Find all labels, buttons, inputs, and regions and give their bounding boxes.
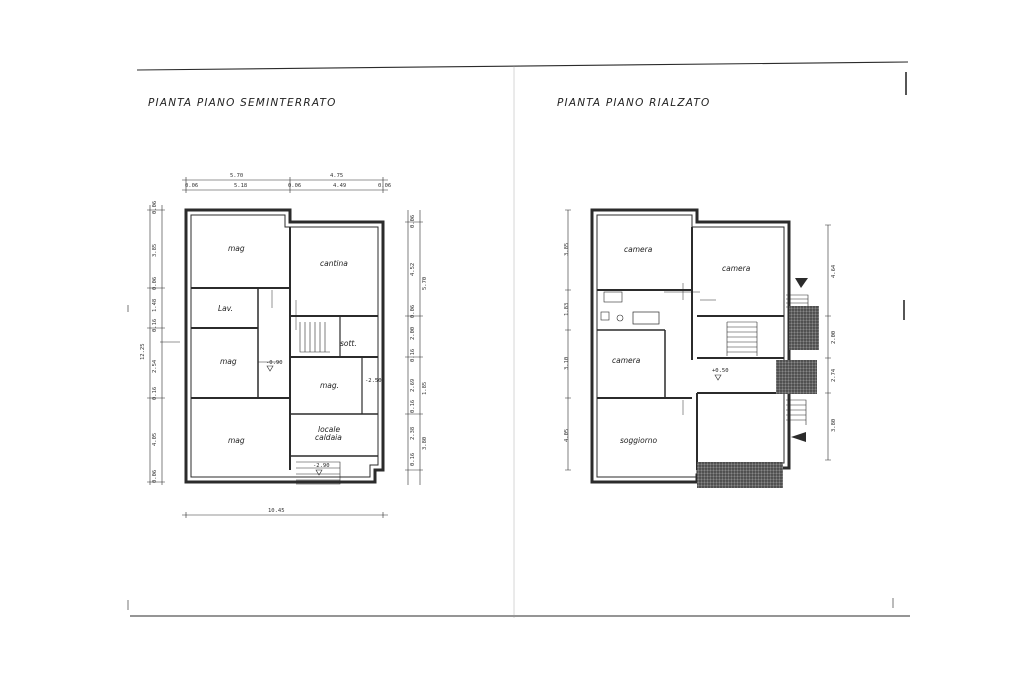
room-label: mag bbox=[220, 357, 237, 366]
dimension-label: 0.06 bbox=[152, 276, 158, 290]
dimension-label: 2.74 bbox=[831, 368, 837, 382]
dimension-label: 4.05 bbox=[152, 432, 158, 446]
dimension-label: 0.06 bbox=[185, 183, 199, 189]
dimension-label: 5.70 bbox=[230, 173, 244, 179]
room-label: cantina bbox=[320, 259, 348, 268]
dimension-label: 4.75 bbox=[330, 173, 344, 179]
dimension-label: 0.06 bbox=[410, 304, 416, 318]
dimension-label: 0.16 bbox=[410, 348, 416, 362]
dimension-label: 3.80 bbox=[831, 418, 837, 432]
dimension-label: 0.16 bbox=[152, 386, 158, 400]
level-mark: -2.50 bbox=[365, 378, 382, 384]
dimension-label: 2.54 bbox=[152, 359, 158, 373]
dimension-label: 10.45 bbox=[268, 508, 285, 514]
seminterrato-title: PIANTA PIANO SEMINTERRATO bbox=[148, 97, 337, 109]
dimension-label: 5.18 bbox=[234, 183, 248, 189]
dimension-label: 4.64 bbox=[831, 264, 837, 278]
room-label: locale bbox=[318, 425, 341, 434]
dimension-label: 0.06 bbox=[152, 200, 158, 214]
dimension-label: 4.49 bbox=[333, 183, 347, 189]
room-label: sott. bbox=[340, 339, 357, 348]
room-label: soggiorno bbox=[620, 436, 658, 445]
room-label: camera bbox=[624, 245, 653, 254]
sheet-frame bbox=[130, 61, 910, 618]
room-label: camera bbox=[722, 264, 751, 273]
dimension-label: 1.83 bbox=[564, 302, 570, 316]
dimension-label: 0.16 bbox=[410, 452, 416, 466]
dimension-label: 12.25 bbox=[140, 343, 146, 360]
dimension-label: 2.38 bbox=[410, 426, 416, 440]
dimension-label: 2.00 bbox=[410, 326, 416, 340]
terrace-hatching bbox=[697, 278, 819, 488]
dimension-label: 3.10 bbox=[564, 356, 570, 370]
dimension-label: 4.52 bbox=[410, 262, 416, 276]
entry-arrow-icon bbox=[791, 432, 806, 442]
room-label: mag bbox=[228, 244, 245, 253]
dimension-label: 3.85 bbox=[152, 243, 158, 257]
dimension-label: 0.16 bbox=[410, 399, 416, 413]
room-label: camera bbox=[612, 356, 641, 365]
dimension-label: 1.85 bbox=[422, 381, 428, 395]
dimension-label: 0.06 bbox=[152, 469, 158, 483]
level-mark: -2.90 bbox=[313, 463, 330, 469]
dimension-label: 0.06 bbox=[378, 183, 392, 189]
room-label: Lav. bbox=[218, 304, 233, 313]
level-mark: -0.90 bbox=[266, 360, 283, 366]
dimension-label: 5.70 bbox=[422, 276, 428, 290]
dimension-label: 1.48 bbox=[152, 298, 158, 312]
dimension-label: 3.80 bbox=[422, 436, 428, 450]
room-label: caldaia bbox=[315, 433, 342, 442]
dimension-label: 4.05 bbox=[564, 428, 570, 442]
room-label: mag. bbox=[320, 381, 340, 390]
dimension-label: 0.06 bbox=[288, 183, 302, 189]
entry-arrow-icon bbox=[795, 278, 808, 288]
dimension-label: 3.85 bbox=[564, 242, 570, 256]
dimension-label: 2.00 bbox=[831, 330, 837, 344]
level-mark: +0.50 bbox=[712, 368, 729, 374]
dimension-label: 0.06 bbox=[410, 214, 416, 228]
rialzato-title: PIANTA PIANO RIALZATO bbox=[557, 97, 711, 109]
room-label: mag bbox=[228, 436, 245, 445]
dimension-label: 0.16 bbox=[152, 318, 158, 332]
dimension-label: 2.69 bbox=[410, 378, 416, 392]
seminterrato-plan bbox=[147, 177, 423, 518]
